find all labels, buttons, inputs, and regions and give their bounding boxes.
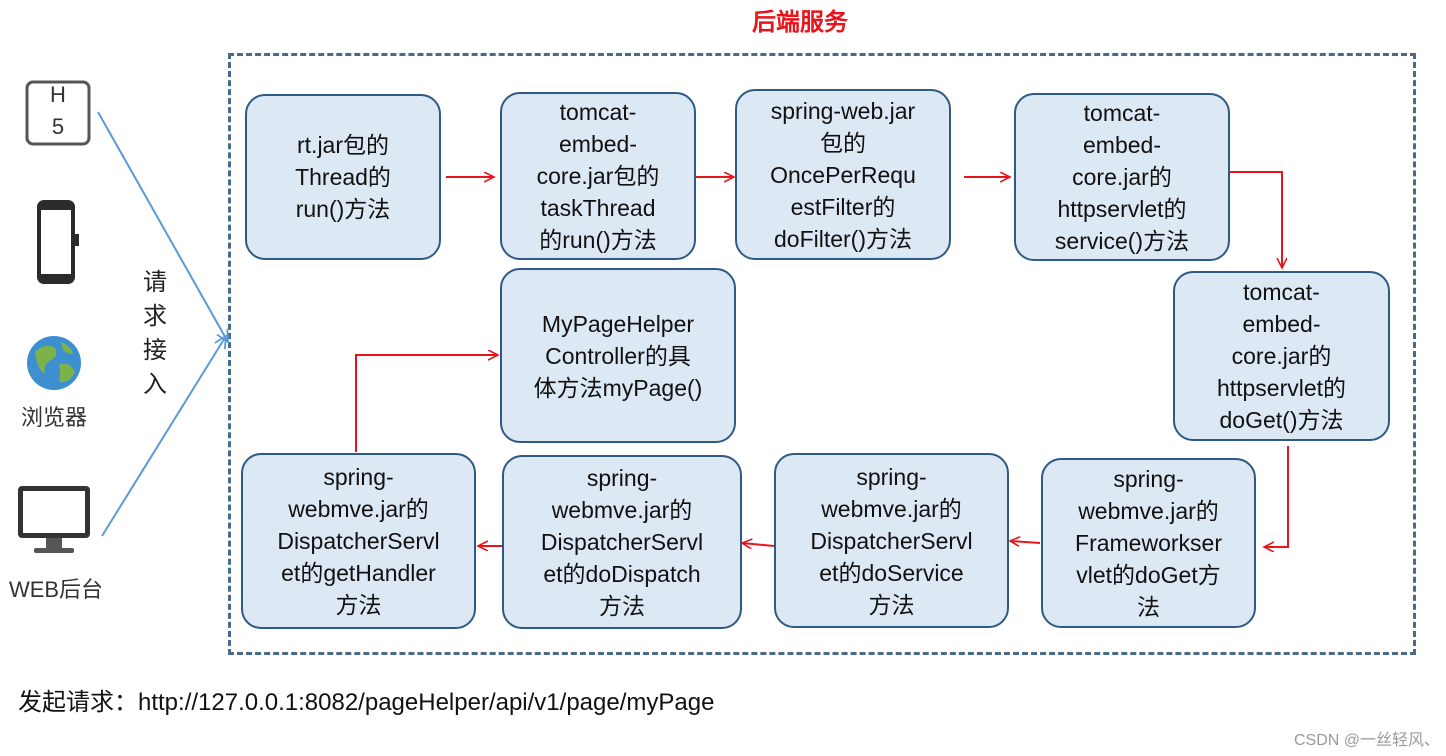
browser-label: 浏览器 (20, 405, 87, 430)
step-controller-myPage: MyPageHelper Controller的具 体方法myPage() (500, 268, 736, 443)
step-frameworkservlet-doGet: spring- webmve.jar的 Frameworkser vlet的do… (1041, 458, 1256, 628)
diagram-title: 后端服务 (752, 9, 848, 36)
h5-letter-h: H (50, 82, 66, 107)
client-arrow-top (97, 111, 228, 342)
arrow-7-8 (742, 543, 775, 546)
watermark: CSDN @一丝轻风、 (1293, 732, 1440, 749)
step-thread-run: rt.jar包的 Thread的 run()方法 (245, 94, 441, 260)
phone-icon (34, 198, 80, 286)
h5-icon: H 5 (25, 80, 91, 146)
arrow-4-5 (1230, 171, 1282, 268)
backend-frame (228, 53, 1416, 655)
h5-digit-5: 5 (51, 114, 65, 139)
arrow-9-10 (355, 355, 498, 452)
arrow-5-6 (1264, 446, 1289, 547)
step-oncePerRequest-doFilter: spring-web.jar 包的 OncePerRequ estFilter的… (735, 89, 951, 260)
request-access-label: 请 求 接 入 (143, 269, 167, 398)
step-dispatcher-doService: spring- webmve.jar的 DispatcherServl et的d… (774, 453, 1009, 628)
globe-icon (25, 334, 83, 392)
step-dispatcher-getHandler: spring- webmve.jar的 DispatcherServl et的g… (241, 453, 476, 629)
step-dispatcher-doDispatch: spring- webmve.jar的 DispatcherServl et的d… (502, 455, 742, 629)
arrow-6-7 (1010, 541, 1041, 543)
web-admin-label: WEB后台 (8, 577, 104, 602)
request-url: 发起请求：http://127.0.0.1:8082/pageHelper/ap… (18, 689, 715, 716)
step-taskthread-run: tomcat- embed- core.jar包的 taskThread 的ru… (500, 92, 696, 260)
client-arrow-bottom (101, 336, 226, 537)
step-httpservlet-doGet: tomcat- embed- core.jar的 httpservlet的 do… (1173, 271, 1390, 441)
monitor-icon (16, 484, 92, 556)
step-httpservlet-service: tomcat- embed- core.jar的 httpservlet的 se… (1014, 93, 1230, 261)
